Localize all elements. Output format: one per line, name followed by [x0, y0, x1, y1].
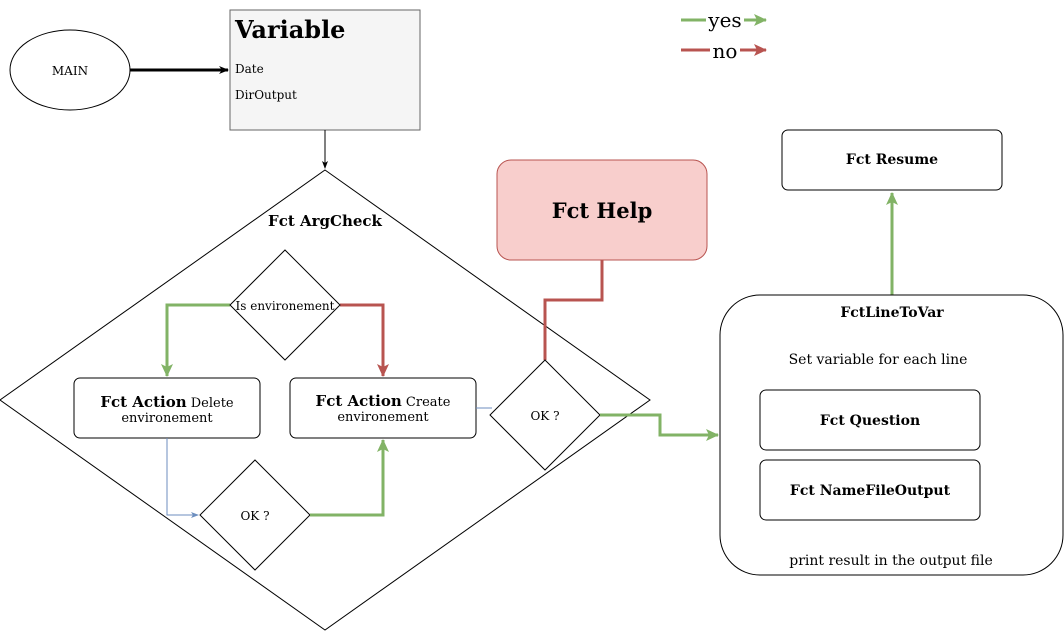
decision-ok-delete-label: OK ?: [240, 509, 269, 523]
decision-is-environement-label: Is environement: [236, 299, 335, 313]
fct-action-delete-line1: Fct Action Delete: [100, 393, 234, 411]
fct-action-delete-rest: Delete: [187, 396, 234, 411]
arrow-ok-no-help: [543, 242, 608, 360]
fct-action-create-rest: Create: [402, 395, 451, 410]
decision-is-environement[interactable]: [229, 249, 341, 361]
arrow-env-no-create: [340, 303, 389, 377]
fct-linetovar-footer: print result in the output file: [789, 553, 993, 569]
fct-linetovar-subtitle: Set variable for each line: [789, 352, 968, 368]
decision-ok-main[interactable]: [489, 359, 601, 471]
legend-yes-label: yes: [707, 8, 741, 32]
legend: yes no: [681, 8, 767, 63]
fct-question-label: Fct Question: [820, 413, 920, 429]
variable-title: Variable: [234, 15, 345, 44]
variable-box[interactable]: [229, 9, 421, 131]
fct-namefileoutput-label: Fct NameFileOutput: [790, 483, 951, 499]
fct-resume-label: Fct Resume: [846, 152, 938, 168]
fct-action-create-line1: Fct Action Create: [316, 392, 451, 410]
fct-action-delete-line2: environement: [121, 411, 213, 426]
arrow-env-yes-delete: [161, 303, 230, 377]
fct-resume[interactable]: [781, 129, 1003, 191]
fct-help[interactable]: [496, 159, 708, 261]
variable-field-diroutput: DirOutput: [235, 88, 297, 102]
arrow-ok-yes-create: [310, 439, 389, 517]
fct-action-create-line2: environement: [337, 410, 429, 425]
fct-help-label: Fct Help: [552, 198, 653, 223]
fct-action-create-bold: Fct Action: [316, 392, 402, 410]
fct-question[interactable]: [759, 389, 981, 451]
fct-linetovar-title: FctLineToVar: [840, 305, 944, 321]
main-label: MAIN: [52, 64, 88, 78]
arrow-ok-yes-linetovar: [600, 413, 719, 441]
arrow-delete-to-ok: [166, 438, 199, 518]
decision-ok-delete[interactable]: [199, 459, 311, 571]
fct-namefileoutput[interactable]: [759, 459, 981, 521]
fct-action-delete-bold: Fct Action: [100, 393, 186, 411]
decision-ok-main-label: OK ?: [530, 409, 559, 423]
variable-field-date: Date: [235, 62, 264, 76]
argcheck-title: Fct ArgCheck: [268, 212, 382, 230]
legend-no-label: no: [713, 39, 738, 63]
